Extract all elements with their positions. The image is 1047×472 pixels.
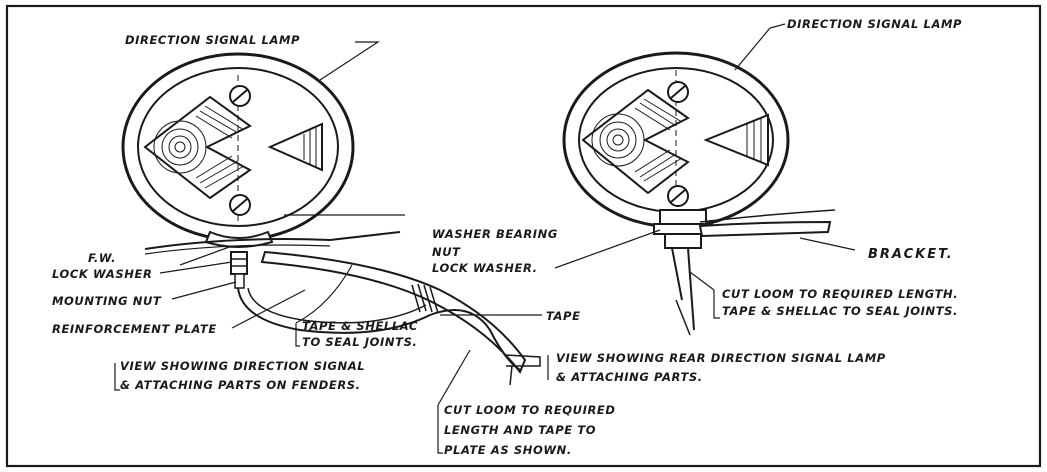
label-cut-loom-center-1: CUT LOOM TO REQUIRED — [444, 403, 616, 417]
label-lock-washer-right: LOCK WASHER. — [432, 261, 538, 275]
rear-right-triangle-lens — [703, 113, 769, 167]
label-reinforcement-plate: REINFORCEMENT PLATE — [52, 322, 217, 336]
label-cut-loom-center-3: PLATE AS SHOWN. — [444, 443, 572, 457]
wire-loom-left — [237, 287, 521, 371]
bracket-arm — [698, 220, 832, 238]
rear-bottom-screw — [667, 185, 689, 207]
label-lock-washer-left: LOCK WASHER — [52, 267, 152, 281]
mounting-nut-assembly — [230, 251, 248, 289]
label-nut: NUT — [432, 245, 461, 259]
bottom-screw-left — [229, 194, 251, 216]
fender-line — [144, 231, 401, 250]
label-washer-bearing: WASHER BEARING — [432, 227, 558, 241]
label-bracket: BRACKET. — [868, 247, 954, 262]
reinforcement-plate — [260, 250, 527, 374]
left-signal-lamp — [121, 52, 355, 248]
label-mounting-nut: MOUNTING NUT — [52, 294, 162, 308]
rear-bracket-hardware — [653, 209, 713, 336]
label-cut-loom-right-1: CUT LOOM TO REQUIRED LENGTH. — [722, 287, 958, 301]
top-screw-left — [229, 85, 251, 107]
label-view-rear-1: VIEW SHOWING REAR DIRECTION SIGNAL LAMP — [556, 351, 886, 365]
right-triangle-lens — [267, 122, 323, 172]
diagram-border — [5, 4, 1042, 468]
label-cut-loom-right-2: TAPE & SHELLAC TO SEAL JOINTS. — [722, 304, 958, 318]
label-view-rear-2: & ATTACHING PARTS. — [556, 370, 703, 384]
label-left-lamp-title: DIRECTION SIGNAL LAMP — [125, 33, 300, 47]
label-right-lamp-title: DIRECTION SIGNAL LAMP — [787, 17, 962, 31]
label-tape-shellac-2: TO SEAL JOINTS. — [302, 335, 417, 349]
label-fw: F.W. — [88, 251, 116, 265]
rear-top-screw — [667, 81, 689, 103]
label-cut-loom-center-2: LENGTH AND TAPE TO — [444, 423, 596, 437]
label-view-fenders-1: VIEW SHOWING DIRECTION SIGNAL — [120, 359, 365, 373]
label-tape-shellac-1: TAPE & SHELLAC — [302, 319, 418, 333]
label-tape: TAPE — [546, 309, 581, 323]
label-view-fenders-2: & ATTACHING PARTS ON FENDERS. — [120, 378, 361, 392]
rear-signal-lamp — [562, 51, 790, 229]
